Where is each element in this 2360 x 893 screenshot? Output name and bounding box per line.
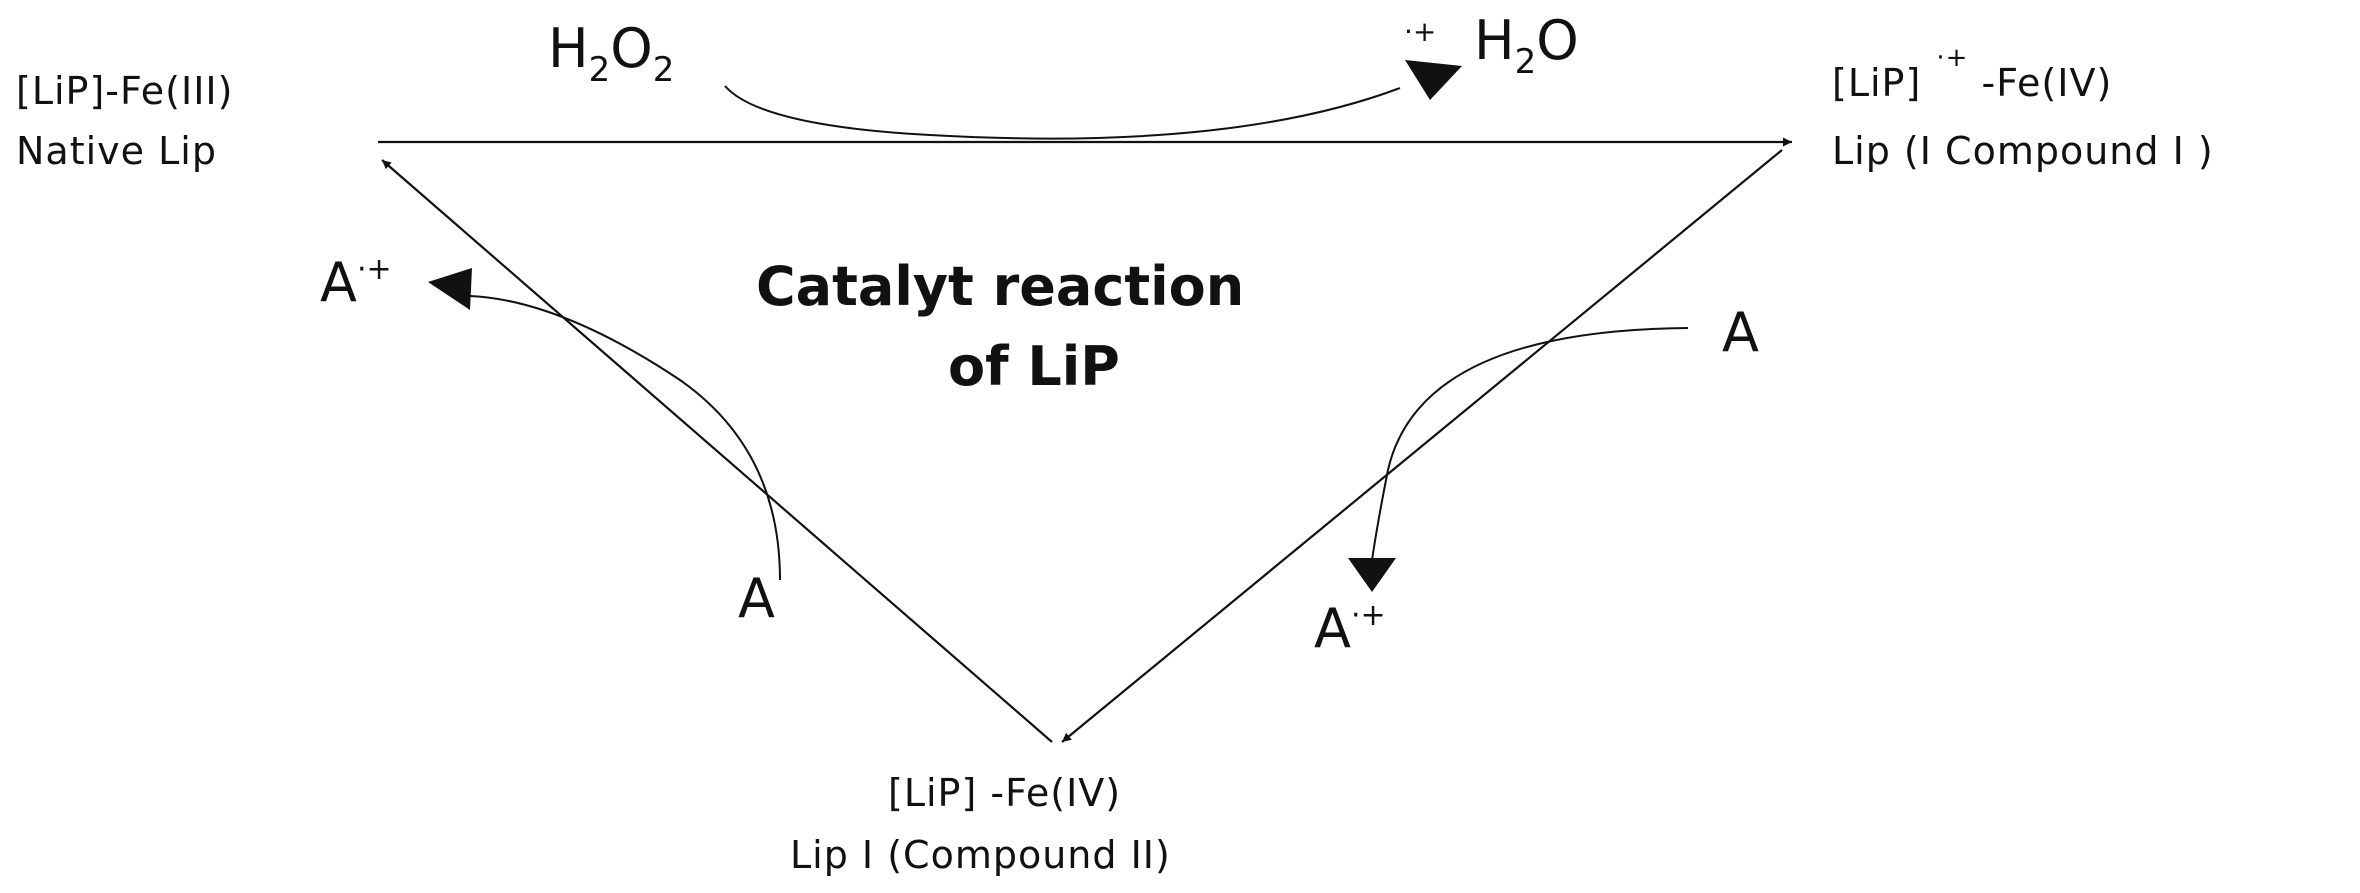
h2o-h: H [1474,9,1515,72]
compound1-formula-right: -Fe(IV) [1981,61,2113,105]
compound1-radical-superscript: ·+ [1936,43,1969,73]
curve-h2o2-to-h2o [724,85,1401,140]
curve-right-a [1371,327,1689,561]
compound2-formula: [LiP] -Fe(IV) [888,771,1122,815]
left-substrate-a: A [738,567,775,630]
edge-compound2-to-native [381,159,1053,743]
left-radical-a-charge: ·+ [356,252,392,287]
left-radical-a-base: A [320,251,357,314]
h2o2-sub1: 2 [588,50,611,90]
compound1-name: Lip (I Compound I ) [1832,129,2214,173]
compound1-formula: [LiP] ·+ -Fe(IV) [1832,45,2113,105]
arrowhead-right-a-out [1348,558,1396,592]
right-radical-a: A·+ [1314,601,1386,656]
arrowhead-left-a-out [428,268,472,310]
native-lip-formula: [LiP]-Fe(III) [16,69,234,113]
h2o2-label: H2O2 [548,22,674,88]
compound1-radical-mark: ·+ [1404,15,1437,48]
h2o-sub1: 2 [1514,42,1537,82]
right-substrate-a: A [1722,301,1759,364]
h2o2-h: H [548,17,589,80]
diagram-title-line2: of LiP [948,335,1120,398]
right-radical-a-base: A [1314,597,1351,660]
h2o2-sub2: 2 [652,50,675,90]
h2o2-o: O [610,17,653,80]
compound1-formula-left: [LiP] [1832,61,1922,105]
curve-left-a [469,295,781,581]
edge-compound1-to-compound2 [1061,149,1783,743]
native-lip-name: Native Lip [16,129,217,173]
right-radical-a-charge: ·+ [1350,598,1386,633]
h2o-label: H2O [1474,14,1579,80]
diagram-title-line1: Catalyt reaction [756,255,1245,318]
compound2-name: Lip I (Compound II) [790,833,1171,877]
arrowhead-h2o [1405,60,1462,100]
left-radical-a: A·+ [320,255,392,310]
h2o-o: O [1536,9,1579,72]
